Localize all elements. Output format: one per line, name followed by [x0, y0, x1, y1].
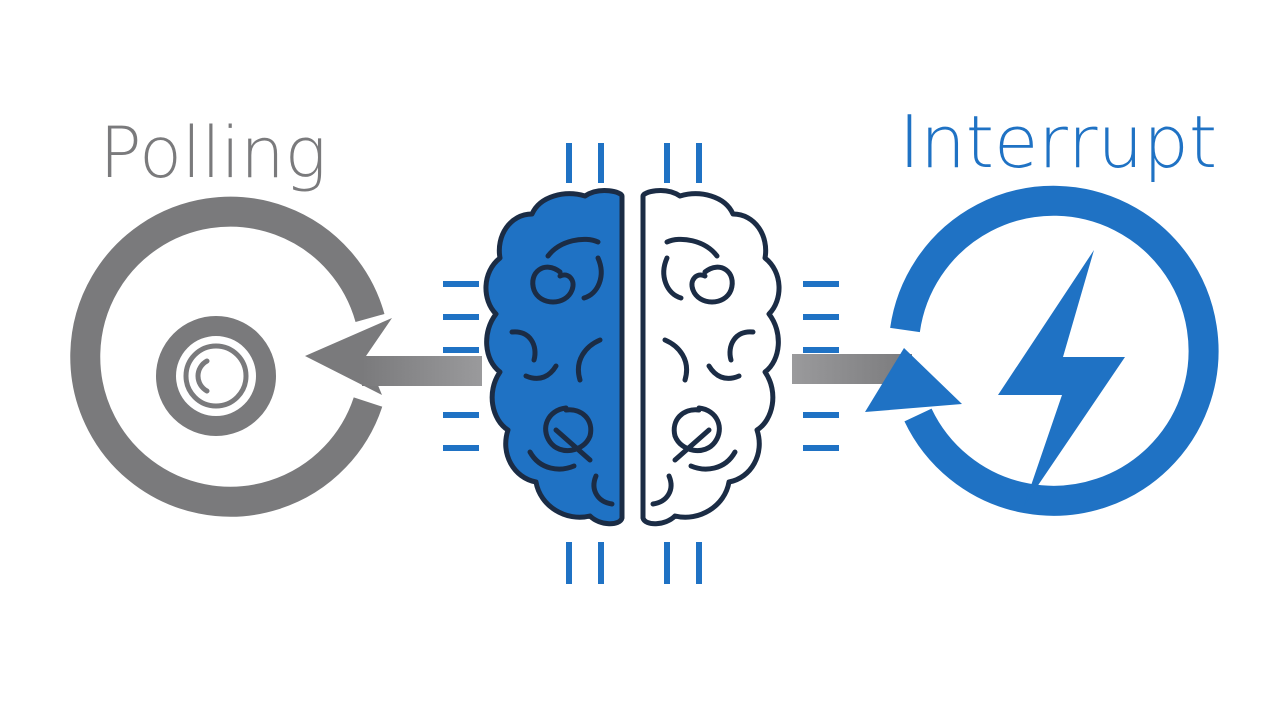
lightning-bolt-icon [998, 250, 1125, 506]
polling-cycle-icon [70, 196, 482, 517]
interrupt-label: Interrupt [899, 100, 1217, 184]
chip-pins-bottom [566, 542, 702, 584]
chip-pins-top [566, 143, 702, 183]
brain-left-folds [509, 236, 615, 507]
polling-connector-bar [362, 356, 482, 386]
polling-label: Polling [99, 112, 326, 194]
polling-eye-icon [156, 316, 276, 436]
brain-chip-icon [443, 143, 839, 584]
brain-left-hemisphere [483, 188, 625, 527]
interrupt-arrowhead [865, 348, 962, 412]
chip-pins-left [443, 281, 479, 451]
brain-right-hemisphere [640, 188, 782, 527]
interrupt-cycle-icon [792, 185, 1219, 516]
chip-pins-right [803, 281, 839, 451]
brain-right-folds [650, 236, 756, 507]
